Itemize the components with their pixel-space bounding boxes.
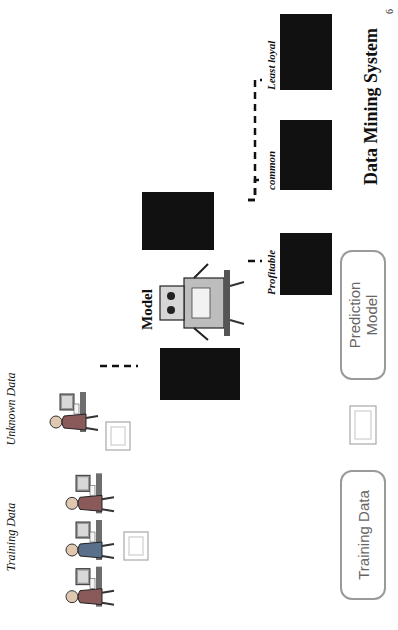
paper xyxy=(90,579,95,589)
clipart-illustration xyxy=(22,470,116,610)
monitor xyxy=(76,569,90,585)
head xyxy=(66,591,78,603)
robot-body xyxy=(184,278,224,328)
box-label: Prediction Model xyxy=(346,260,380,370)
class-label: Least loyal xyxy=(265,8,278,90)
person-at-computer xyxy=(66,473,114,513)
box-label: Training Data xyxy=(355,490,372,580)
class-label: Profitable xyxy=(265,227,278,295)
robot-arms xyxy=(194,264,208,340)
legs xyxy=(102,544,114,558)
robot-figure xyxy=(160,264,244,340)
placeholder-outline xyxy=(106,422,130,450)
slide-title: Data Mining System xyxy=(360,28,382,185)
output-class: Least loyal xyxy=(262,8,332,90)
class-box xyxy=(280,14,332,90)
class-label: common xyxy=(265,114,278,190)
head xyxy=(50,416,62,428)
screen xyxy=(78,477,88,489)
outline-rect xyxy=(124,532,148,560)
outline-inner xyxy=(129,537,143,555)
process-box: Prediction Model xyxy=(340,250,386,380)
robot-stand xyxy=(224,270,230,336)
output-class: common xyxy=(262,114,332,190)
robot-panel xyxy=(192,288,210,318)
model-output-box xyxy=(142,192,214,250)
person-at-computer xyxy=(66,520,114,560)
clipart-illustration xyxy=(22,362,100,462)
person-at-computer xyxy=(50,392,98,432)
monitor xyxy=(76,475,90,491)
outline-rect xyxy=(106,422,130,450)
dashed-connector xyxy=(248,80,262,200)
data-picture: Unknown Data xyxy=(4,356,100,462)
body xyxy=(62,414,86,430)
legs xyxy=(86,416,98,430)
dashed-connector xyxy=(100,365,138,368)
legs xyxy=(102,497,114,511)
picture-caption: Training Data xyxy=(4,464,18,610)
dashed-connector xyxy=(248,260,262,263)
head xyxy=(66,497,78,509)
robot-legs xyxy=(230,282,244,324)
outline-inner xyxy=(111,427,125,445)
robot-eye xyxy=(167,306,175,314)
picture-caption: Unknown Data xyxy=(4,356,18,462)
robot-eye xyxy=(167,292,175,300)
screen xyxy=(62,396,72,408)
output-class: Profitable xyxy=(262,227,332,295)
class-box xyxy=(280,120,332,190)
outline-rect xyxy=(350,406,376,444)
paper xyxy=(90,532,95,542)
data-picture: Training Data xyxy=(4,464,116,610)
paper xyxy=(74,404,79,414)
placeholder-outline xyxy=(124,532,148,560)
body xyxy=(78,589,102,605)
class-box xyxy=(280,233,332,295)
monitor xyxy=(60,394,74,410)
person-at-computer xyxy=(66,567,114,607)
process-box: Training Data xyxy=(340,470,386,600)
paper xyxy=(90,485,95,495)
screen xyxy=(78,571,88,583)
model-label: Model xyxy=(139,289,156,330)
head xyxy=(66,544,78,556)
monitor xyxy=(76,522,90,538)
robot-head xyxy=(160,286,184,320)
body xyxy=(78,495,102,511)
outline-inner xyxy=(355,411,371,439)
result-box xyxy=(160,348,240,400)
legs xyxy=(102,591,114,605)
screen xyxy=(78,524,88,536)
placeholder-outline xyxy=(350,406,376,444)
page-number: 6 xyxy=(384,9,396,14)
model-node: Model xyxy=(138,190,248,400)
body xyxy=(78,542,102,558)
